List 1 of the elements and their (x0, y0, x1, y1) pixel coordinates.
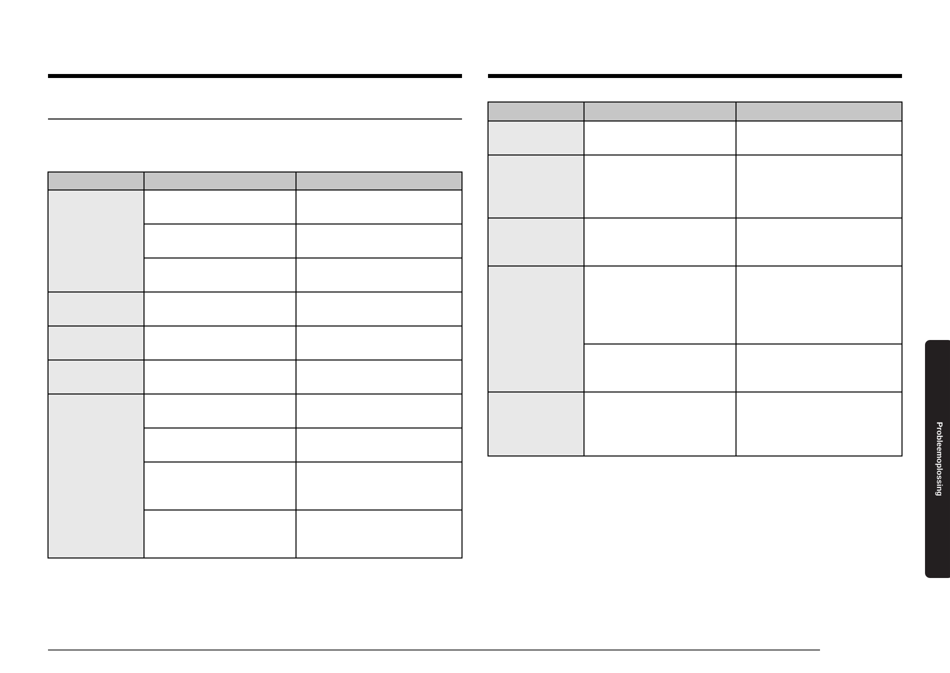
side-tab: Probleemoplossing (925, 340, 950, 578)
